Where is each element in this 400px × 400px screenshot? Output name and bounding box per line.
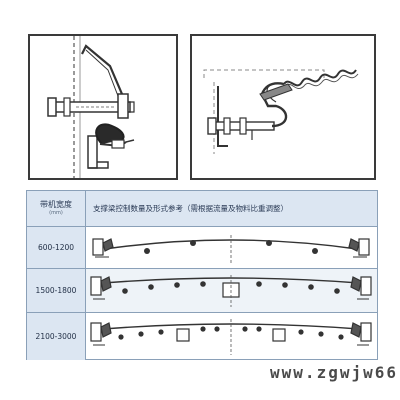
watermark: www.zgwjw66 xyxy=(270,363,398,382)
installation-diagram-left xyxy=(28,34,178,180)
belt-width-range: 1500-1800 xyxy=(35,286,77,295)
table-row: 1500-1800 xyxy=(27,269,377,313)
table-row: 600-1200 xyxy=(27,227,377,269)
table-header-col1: 带机宽度 (mm) xyxy=(27,191,86,226)
hook-spring-illustration xyxy=(203,69,359,154)
installation-diagram-right xyxy=(190,34,376,180)
support-layout-row1 xyxy=(92,235,370,263)
table-row: 2100-3000 xyxy=(27,313,377,360)
table-header-row: 带机宽度 (mm) 支撑梁控制数量及形式参考（需根据流量及物料比重调整） xyxy=(27,191,377,227)
bracket-bolt-illustration xyxy=(47,36,135,178)
belt-width-label: 带机宽度 xyxy=(40,200,72,209)
belt-width-range: 2100-3000 xyxy=(35,332,77,341)
table-caption: 支撑梁控制数量及形式参考（需根据流量及物料比重调整） xyxy=(93,204,288,213)
support-beam-reference-table: 带机宽度 (mm) 支撑梁控制数量及形式参考（需根据流量及物料比重调整） 600… xyxy=(26,190,378,360)
support-layout-row3 xyxy=(90,319,372,355)
belt-width-unit: (mm) xyxy=(49,210,63,216)
support-layout-row2 xyxy=(90,275,372,307)
belt-width-range: 600-1200 xyxy=(37,243,75,252)
